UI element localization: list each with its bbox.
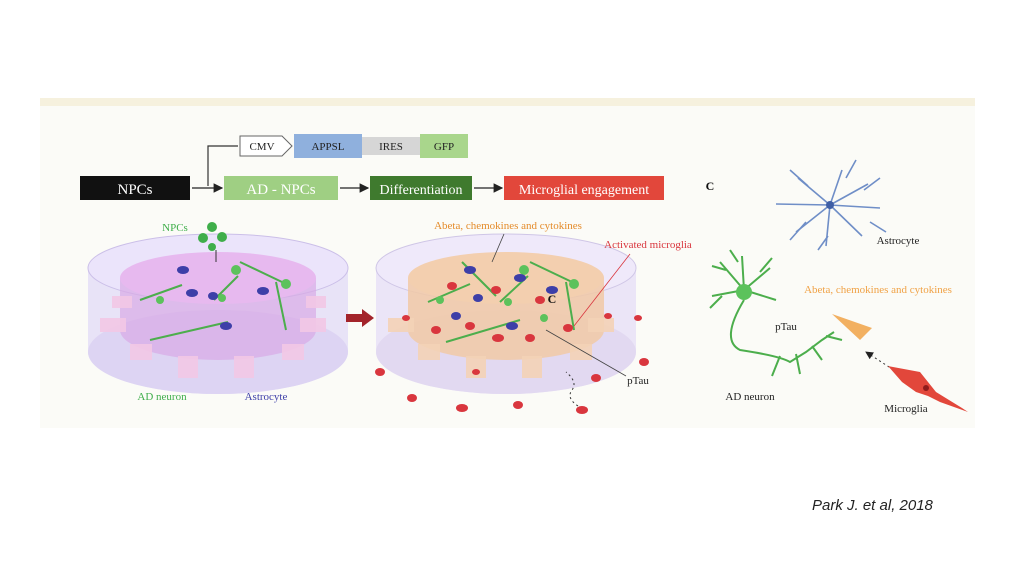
pipeline-row: NPCs AD - NPCs Differentiation Microglia… [80, 176, 664, 200]
abeta-leader [491, 233, 505, 263]
middle-activated-label: Activated microglia [604, 239, 692, 251]
npcs-box-label: NPCs [117, 182, 152, 198]
left-ad-neuron-label: AD neuron [137, 391, 187, 403]
middle-astrocytes [451, 266, 558, 330]
cmv-promoter-arrow [239, 135, 293, 157]
middle-neuron-bodies [436, 265, 579, 322]
ires-box [362, 137, 420, 155]
npcs-cluster [198, 222, 227, 251]
figure-band-top [40, 98, 975, 106]
right-astrocyte-label: Astrocyte [877, 235, 920, 247]
abeta-cone [832, 314, 872, 340]
ad-npcs-box-label: AD - NPCs [246, 182, 315, 198]
npcs-box [80, 176, 190, 200]
left-dish: NPCs AD neuron Astrocyte [87, 222, 349, 403]
right-c-mark: C [706, 179, 715, 193]
right-abeta-label: Abeta, chemokines and cytokines [804, 284, 952, 296]
left-neuron-bodies [156, 265, 291, 304]
ad-neuron-soma [736, 284, 752, 300]
microglial-box-label: Microglial engagement [519, 183, 649, 198]
right-ptau-label: pTau [775, 321, 797, 333]
ptau-leader [545, 329, 627, 377]
astrocyte-drawing [775, 159, 887, 251]
construct-row: CMV APPSL IRES GFP [207, 134, 468, 186]
outside-microglia [375, 315, 649, 414]
left-astrocyte-label: Astrocyte [245, 391, 288, 403]
ires-label: IRES [379, 141, 403, 153]
microglial-box [504, 176, 664, 200]
appsl-label: APPSL [311, 141, 344, 153]
right-ad-neuron-label: AD neuron [725, 391, 775, 403]
gfp-box [420, 134, 468, 158]
left-npcs-label: NPCs [162, 222, 188, 234]
middle-c-mark: C [548, 292, 557, 306]
middle-microglia [402, 282, 612, 342]
astrocyte-soma [826, 201, 834, 209]
gfp-label: GFP [434, 141, 454, 153]
middle-abeta-label: Abeta, chemokines and cytokines [434, 220, 582, 232]
appsl-box [294, 134, 362, 158]
construct-connector-arrow [207, 145, 238, 186]
cmv-label: CMV [249, 141, 274, 153]
left-chambers [100, 296, 326, 378]
microglia-nucleus [923, 385, 929, 391]
right-microglia-label: Microglia [884, 403, 927, 415]
middle-ptau-label: pTau [627, 375, 649, 387]
differentiation-box-label: Differentiation [380, 183, 463, 198]
transition-arrow [346, 309, 374, 327]
citation: Park J. et al, 2018 [812, 497, 933, 514]
activated-leader [573, 253, 631, 327]
ad-neuron-drawing [709, 249, 843, 377]
differentiation-box [370, 176, 472, 200]
left-astrocytes [177, 266, 269, 330]
middle-chambers [388, 318, 614, 378]
middle-dish: Abeta, chemokines and cytokines Activate… [375, 220, 692, 414]
right-panel: C Astrocyte pTau AD neuron Abeta, chemok… [706, 159, 968, 415]
ad-npcs-box [224, 176, 338, 200]
